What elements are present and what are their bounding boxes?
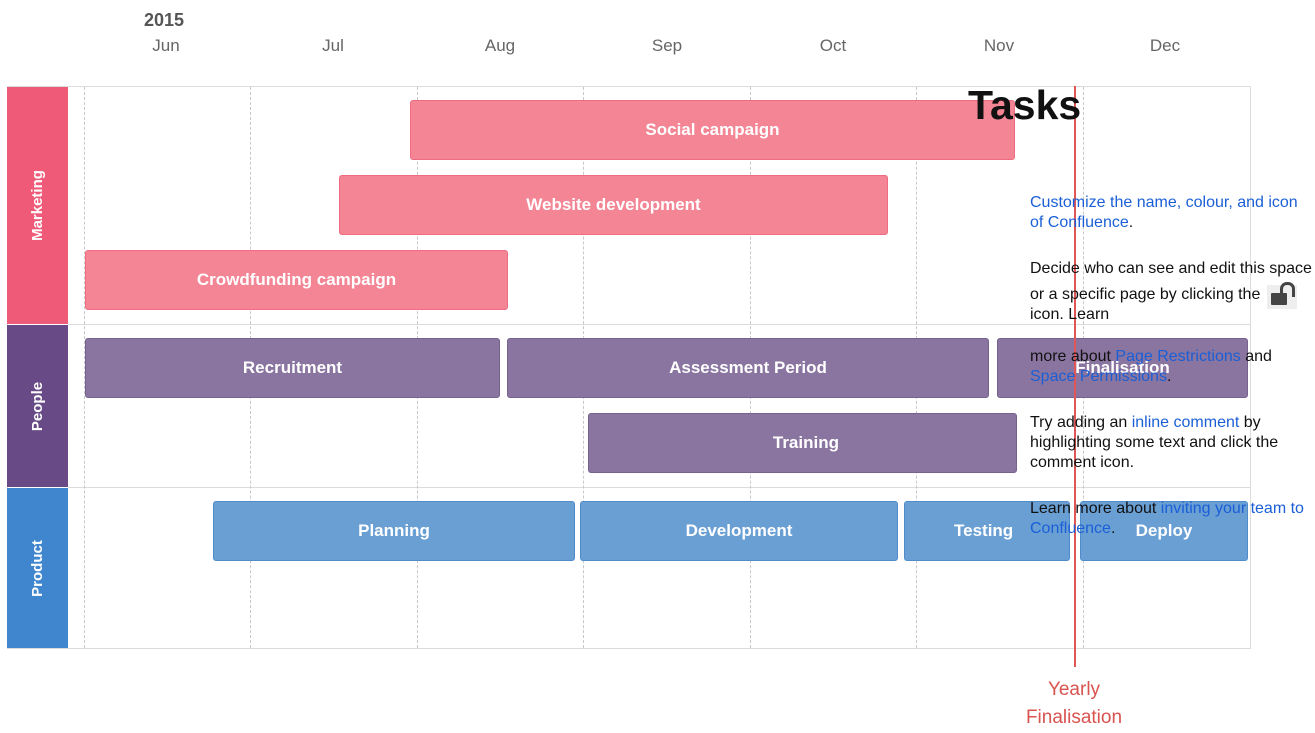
- task-bar-testing[interactable]: Testing: [904, 501, 1070, 561]
- help-paragraph-customize: Customize the name, colour, and icon of …: [1030, 194, 1298, 231]
- group-label-text: People: [29, 381, 46, 431]
- page-restrictions-link[interactable]: Page Restrictions: [1115, 348, 1241, 365]
- month-oct: Oct: [819, 36, 847, 55]
- group-label-product[interactable]: Product: [7, 488, 68, 648]
- month-aug: Aug: [484, 36, 516, 55]
- row-separator: [68, 487, 1251, 488]
- group-label-text: Product: [28, 539, 46, 597]
- marker-label-line1: Yearly: [1047, 679, 1101, 700]
- invite-team-link[interactable]: inviting your team to Confluence: [1030, 500, 1304, 537]
- help-paragraph-permissions: Decide who can see and edit this space o…: [1030, 260, 1312, 323]
- task-bar-training[interactable]: Training: [588, 413, 1017, 473]
- task-bar-crowdfunding-campaign[interactable]: Crowdfunding campaign: [85, 250, 508, 310]
- task-bar-social-campaign[interactable]: Social campaign: [410, 100, 1015, 160]
- month-sep: Sep: [651, 36, 683, 55]
- customize-link[interactable]: Customize the name, colour, and icon of …: [1030, 194, 1298, 231]
- month-jul: Jul: [322, 36, 344, 55]
- task-bar-finalisation[interactable]: Finalisation: [997, 338, 1248, 398]
- marker-line[interactable]: [1074, 86, 1076, 667]
- unlock-icon[interactable]: [1266, 279, 1297, 309]
- help-paragraph-invite: Learn more about inviting your team to C…: [1030, 500, 1304, 537]
- task-bar-recruitment[interactable]: Recruitment: [85, 338, 500, 398]
- tasks-heading: Tasks: [968, 82, 1082, 128]
- group-label-text: Marketing: [29, 170, 47, 241]
- help-paragraph-learn-restrictions: more about Page Restrictions and Space P…: [1030, 348, 1272, 385]
- help-paragraph-inline-comment: Try adding an inline comment by highligh…: [1030, 414, 1279, 471]
- marker-label-line2: Finalisation: [1025, 707, 1123, 728]
- year-label: 2015: [144, 10, 185, 30]
- group-label-marketing[interactable]: Marketing: [7, 87, 68, 324]
- row-separator: [68, 324, 1251, 325]
- task-bar-deploy[interactable]: Deploy: [1080, 501, 1248, 561]
- month-nov: Nov: [983, 36, 1015, 55]
- month-jun: Jun: [152, 36, 180, 55]
- marker-label[interactable]: Yearly Finalisation: [1012, 676, 1136, 732]
- task-bar-website-development[interactable]: Website development: [339, 175, 888, 235]
- month-dec: Dec: [1149, 36, 1181, 55]
- task-bar-development[interactable]: Development: [580, 501, 898, 561]
- gridline: [84, 87, 85, 648]
- inline-comment-link[interactable]: inline comment: [1131, 414, 1240, 431]
- task-bar-planning[interactable]: Planning: [213, 501, 575, 561]
- group-label-people[interactable]: People: [7, 325, 68, 487]
- task-bar-assessment-period[interactable]: Assessment Period: [507, 338, 989, 398]
- space-permissions-link[interactable]: Space Permissions: [1030, 368, 1167, 385]
